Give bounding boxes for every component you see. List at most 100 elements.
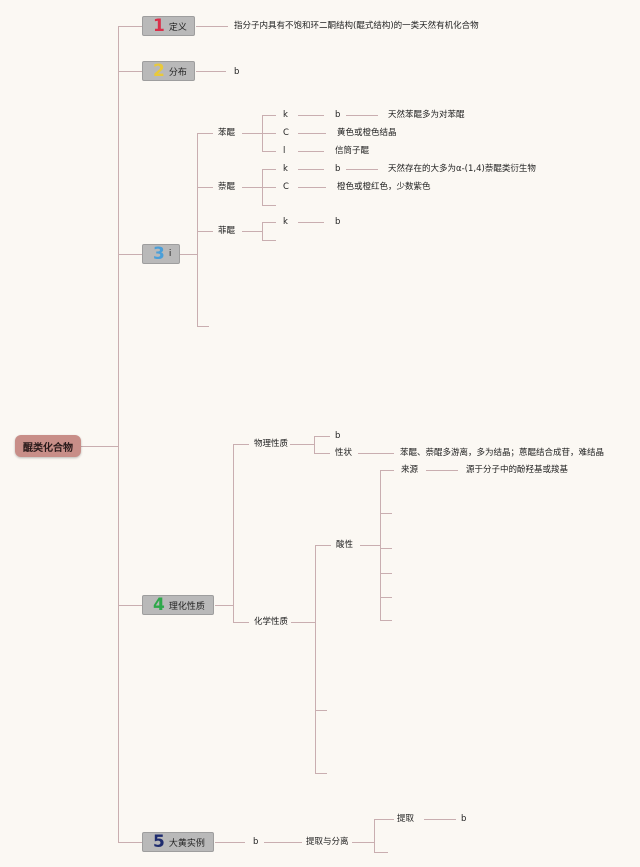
section-5-rhubarb[interactable]: 5 大黄实例 <box>142 832 214 852</box>
connector <box>233 444 249 445</box>
extraction[interactable]: 提取 <box>397 814 415 824</box>
connector <box>215 605 233 606</box>
connector <box>262 133 276 134</box>
naphtho-k[interactable]: k <box>283 164 288 174</box>
phenanthro-k-b[interactable]: b <box>335 217 341 227</box>
section-label: 定义 <box>168 22 187 33</box>
section-number: 1 <box>153 16 165 36</box>
connector <box>314 436 330 437</box>
connector <box>346 115 378 116</box>
section-number: 3 <box>153 244 165 264</box>
rhubarb-b[interactable]: b <box>253 837 259 847</box>
connector <box>197 133 213 134</box>
naphtho-k-b[interactable]: b <box>335 164 341 174</box>
connector <box>242 187 262 188</box>
connector <box>298 169 324 170</box>
connector <box>374 819 394 820</box>
connector <box>380 513 392 514</box>
connector <box>262 169 276 170</box>
connector <box>315 773 327 774</box>
connector <box>180 254 198 255</box>
section-4-physchem[interactable]: 4 理化性质 <box>142 595 214 615</box>
type-phenanthrenequinone[interactable]: 菲醌 <box>218 226 236 236</box>
definition-text[interactable]: 指分子内具有不饱和环二酮结构(醌式结构)的一类天然有机化合物 <box>234 21 479 31</box>
chemical-properties[interactable]: 化学性质 <box>254 617 289 627</box>
naphtho-c[interactable]: C <box>283 182 289 192</box>
benzo-c-desc[interactable]: 黄色或橙色结晶 <box>337 128 397 138</box>
connector <box>380 470 381 620</box>
type-benzoquinone[interactable]: 苯醌 <box>218 128 236 138</box>
connector <box>298 133 326 134</box>
naphtho-k-desc[interactable]: 天然存在的大多为α-(1,4)萘醌类衍生物 <box>388 164 536 174</box>
connector <box>298 187 326 188</box>
distribution-b[interactable]: b <box>234 67 240 77</box>
connector <box>262 240 276 241</box>
connector <box>233 444 234 622</box>
type-naphthoquinone[interactable]: 萘醌 <box>218 182 236 192</box>
phenanthro-k[interactable]: k <box>283 217 288 227</box>
benzo-l-desc[interactable]: 信筒子醌 <box>335 146 370 156</box>
connector <box>262 222 276 223</box>
section-1-definition[interactable]: 1 定义 <box>142 16 195 36</box>
section-label: 分布 <box>168 67 187 78</box>
acidity-source-desc[interactable]: 源于分子中的酚羟基或羧基 <box>466 465 569 475</box>
connector <box>360 545 380 546</box>
physical-b[interactable]: b <box>335 431 341 441</box>
connector <box>118 842 142 843</box>
connector <box>197 187 213 188</box>
extract-separation[interactable]: 提取与分离 <box>306 837 349 847</box>
connector <box>374 819 375 852</box>
connector <box>298 151 324 152</box>
connector <box>262 222 263 240</box>
connector <box>314 436 315 453</box>
connector <box>315 545 316 773</box>
acidity-source[interactable]: 来源 <box>401 465 419 475</box>
section-2-distribution[interactable]: 2 分布 <box>142 61 195 81</box>
connector <box>118 71 142 72</box>
root-node[interactable]: 醌类化合物 <box>15 435 81 457</box>
connector <box>315 710 327 711</box>
section-3-types[interactable]: 3 i <box>142 244 180 264</box>
connector <box>380 548 392 549</box>
connector <box>424 819 456 820</box>
connector <box>262 205 276 206</box>
benzo-c[interactable]: C <box>283 128 289 138</box>
acidity[interactable]: 酸性 <box>336 540 354 550</box>
connector <box>197 326 209 327</box>
section-number: 5 <box>153 832 165 852</box>
connector <box>426 470 458 471</box>
connector <box>118 254 142 255</box>
root-label: 醌类化合物 <box>23 442 73 454</box>
section-label: 大黄实例 <box>168 838 205 849</box>
connector <box>290 444 314 445</box>
benzo-k[interactable]: k <box>283 110 288 120</box>
benzo-l[interactable]: l <box>283 146 286 156</box>
connector <box>197 133 198 326</box>
connector <box>242 133 262 134</box>
connector <box>346 169 378 170</box>
connector <box>81 446 118 447</box>
connector <box>291 622 315 623</box>
naphtho-c-desc[interactable]: 橙色或橙红色，少数紫色 <box>337 182 431 192</box>
connector <box>215 842 245 843</box>
connector <box>118 26 119 842</box>
connector <box>352 842 374 843</box>
section-number: 4 <box>153 595 165 615</box>
connector <box>262 187 276 188</box>
connector <box>233 622 249 623</box>
section-label: i <box>168 249 172 259</box>
connector <box>264 842 302 843</box>
physical-shape-desc[interactable]: 苯醌、萘醌多游离，多为结晶；蒽醌结合成苷，难结晶 <box>400 448 605 458</box>
connector <box>262 115 276 116</box>
connector <box>242 231 262 232</box>
connector <box>380 620 392 621</box>
benzo-k-desc[interactable]: 天然苯醌多为对苯醌 <box>388 110 465 120</box>
extraction-b[interactable]: b <box>461 814 467 824</box>
physical-properties[interactable]: 物理性质 <box>254 439 289 449</box>
physical-shape[interactable]: 性状 <box>335 448 353 458</box>
connector <box>380 597 392 598</box>
connector <box>196 26 228 27</box>
benzo-k-b[interactable]: b <box>335 110 341 120</box>
connector <box>380 470 394 471</box>
